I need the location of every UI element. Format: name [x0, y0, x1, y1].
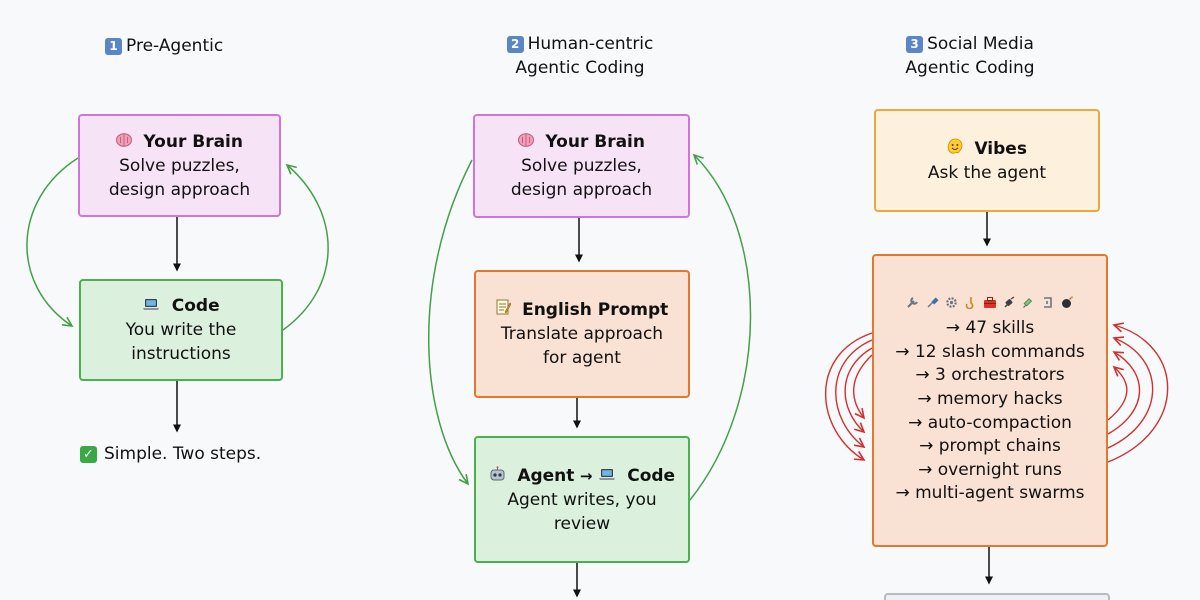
- box-line-1: Ask the agent: [927, 162, 1047, 183]
- bullet-arrow: →: [919, 436, 934, 457]
- bomb-icon: [1061, 296, 1074, 313]
- brain-icon: [116, 132, 137, 152]
- box-line-2: design approach: [510, 180, 653, 200]
- plug-icon: [1003, 296, 1016, 313]
- box-title: Your Brain: [545, 132, 645, 152]
- tool-list-item: → multi-agent swarms: [895, 483, 1085, 504]
- col2-agent-box: Agent → Code Agent writes, you review: [474, 436, 690, 563]
- red-loop-left-3: [844, 347, 873, 434]
- col3-tools-box: → 47 skills → 12 slash commands → 3 orch…: [872, 254, 1108, 547]
- robot-icon: [489, 465, 511, 486]
- col1-brain-box: Your Brain Solve puzzles, design approac…: [78, 114, 281, 217]
- box-line-2: for agent: [543, 348, 621, 368]
- gear-icon: [945, 297, 958, 313]
- col1-result: ✓ Simple. Two steps.: [80, 442, 261, 466]
- loop-arrow-code-to-brain: [282, 163, 329, 331]
- syringe-icon: [1022, 298, 1035, 313]
- red-loop-right-2: [1107, 336, 1154, 449]
- toolbox-icon: [983, 297, 997, 313]
- column-title-line-1: Social Media: [927, 34, 1034, 54]
- tool-list-item: → memory hacks: [917, 388, 1063, 409]
- tool-list-item: → prompt chains: [919, 436, 1061, 457]
- screwdriver-icon: [926, 297, 939, 313]
- arrow-glyph: →: [579, 466, 593, 485]
- bullet-arrow: →: [945, 318, 961, 339]
- box-line-1: Translate approach: [500, 324, 664, 344]
- box-line-1: Agent writes, you: [507, 489, 657, 510]
- memo-icon: [496, 299, 516, 320]
- red-loop-left-1: [825, 332, 873, 461]
- melting-face-icon: [947, 138, 968, 159]
- box-line-1: You write the: [125, 320, 237, 340]
- red-loop-right-3: [1107, 351, 1141, 435]
- red-loop-right-4: [1107, 365, 1128, 421]
- column-title-line-2: Agentic Coding: [905, 58, 1035, 78]
- box-title: Code: [171, 296, 220, 316]
- column-title-line-1: Human-centric: [527, 34, 654, 54]
- check-icon: ✓: [80, 446, 97, 463]
- loop-arrow-brain-to-agent: [427, 159, 473, 486]
- tool-list-item: → 47 skills: [945, 318, 1035, 339]
- red-loop-left-4: [852, 354, 873, 420]
- box-title-left: Agent: [517, 465, 575, 486]
- col2-brain-box: Your Brain Solve puzzles, design approac…: [473, 114, 690, 218]
- red-loop-left-2: [835, 339, 873, 449]
- number-badge: 1: [105, 38, 122, 55]
- box-title: Vibes: [974, 138, 1027, 159]
- col3-next-box: [884, 593, 1110, 600]
- box-line-1: Solve puzzles,: [521, 156, 642, 176]
- bullet-arrow: →: [918, 459, 933, 480]
- laptop-icon: [598, 466, 621, 486]
- box-title: English Prompt: [522, 300, 669, 320]
- laptop-icon: [142, 296, 165, 316]
- number-badge: 2: [506, 36, 524, 53]
- result-text: Simple. Two steps.: [104, 444, 262, 464]
- loop-arrow-agent-to-brain: [689, 153, 752, 501]
- loop-arrow-brain-to-code: [26, 157, 79, 327]
- tool-list-item: → 3 orchestrators: [915, 365, 1065, 386]
- column-title-line-2: Agentic Coding: [515, 58, 645, 78]
- tool-list-item: → overnight runs: [918, 459, 1062, 480]
- bullet-arrow: →: [917, 388, 932, 409]
- box-line-2: review: [553, 513, 611, 534]
- bullet-arrow: →: [895, 483, 910, 504]
- box-line-1: Solve puzzles,: [119, 155, 240, 176]
- col3-vibes-box: Vibes Ask the agent: [874, 109, 1100, 212]
- tool-icons-row: [906, 295, 1073, 317]
- box-line-2: design approach: [108, 179, 251, 200]
- col1-code-box: Code You write the instructions: [79, 279, 283, 381]
- bullet-arrow: →: [908, 412, 923, 433]
- hook-icon: [964, 297, 977, 313]
- bullet-arrow: →: [895, 341, 910, 362]
- column-title-text: Pre-Agentic: [126, 36, 224, 56]
- tool-list-item: → auto-compaction: [908, 412, 1072, 433]
- wrench-icon: [906, 297, 919, 313]
- bullet-arrow: →: [915, 365, 930, 386]
- box-line-2: instructions: [131, 344, 231, 364]
- red-loop-right-1: [1107, 322, 1169, 463]
- tool-list-item: → 12 slash commands: [895, 341, 1085, 362]
- col2-prompt-box: English Prompt Translate approach for ag…: [474, 270, 690, 398]
- brain-icon: [518, 132, 539, 152]
- clamp-icon: [1041, 297, 1054, 313]
- box-title-right: Code: [627, 465, 676, 486]
- number-badge: 3: [906, 36, 924, 53]
- box-title: Your Brain: [143, 131, 243, 152]
